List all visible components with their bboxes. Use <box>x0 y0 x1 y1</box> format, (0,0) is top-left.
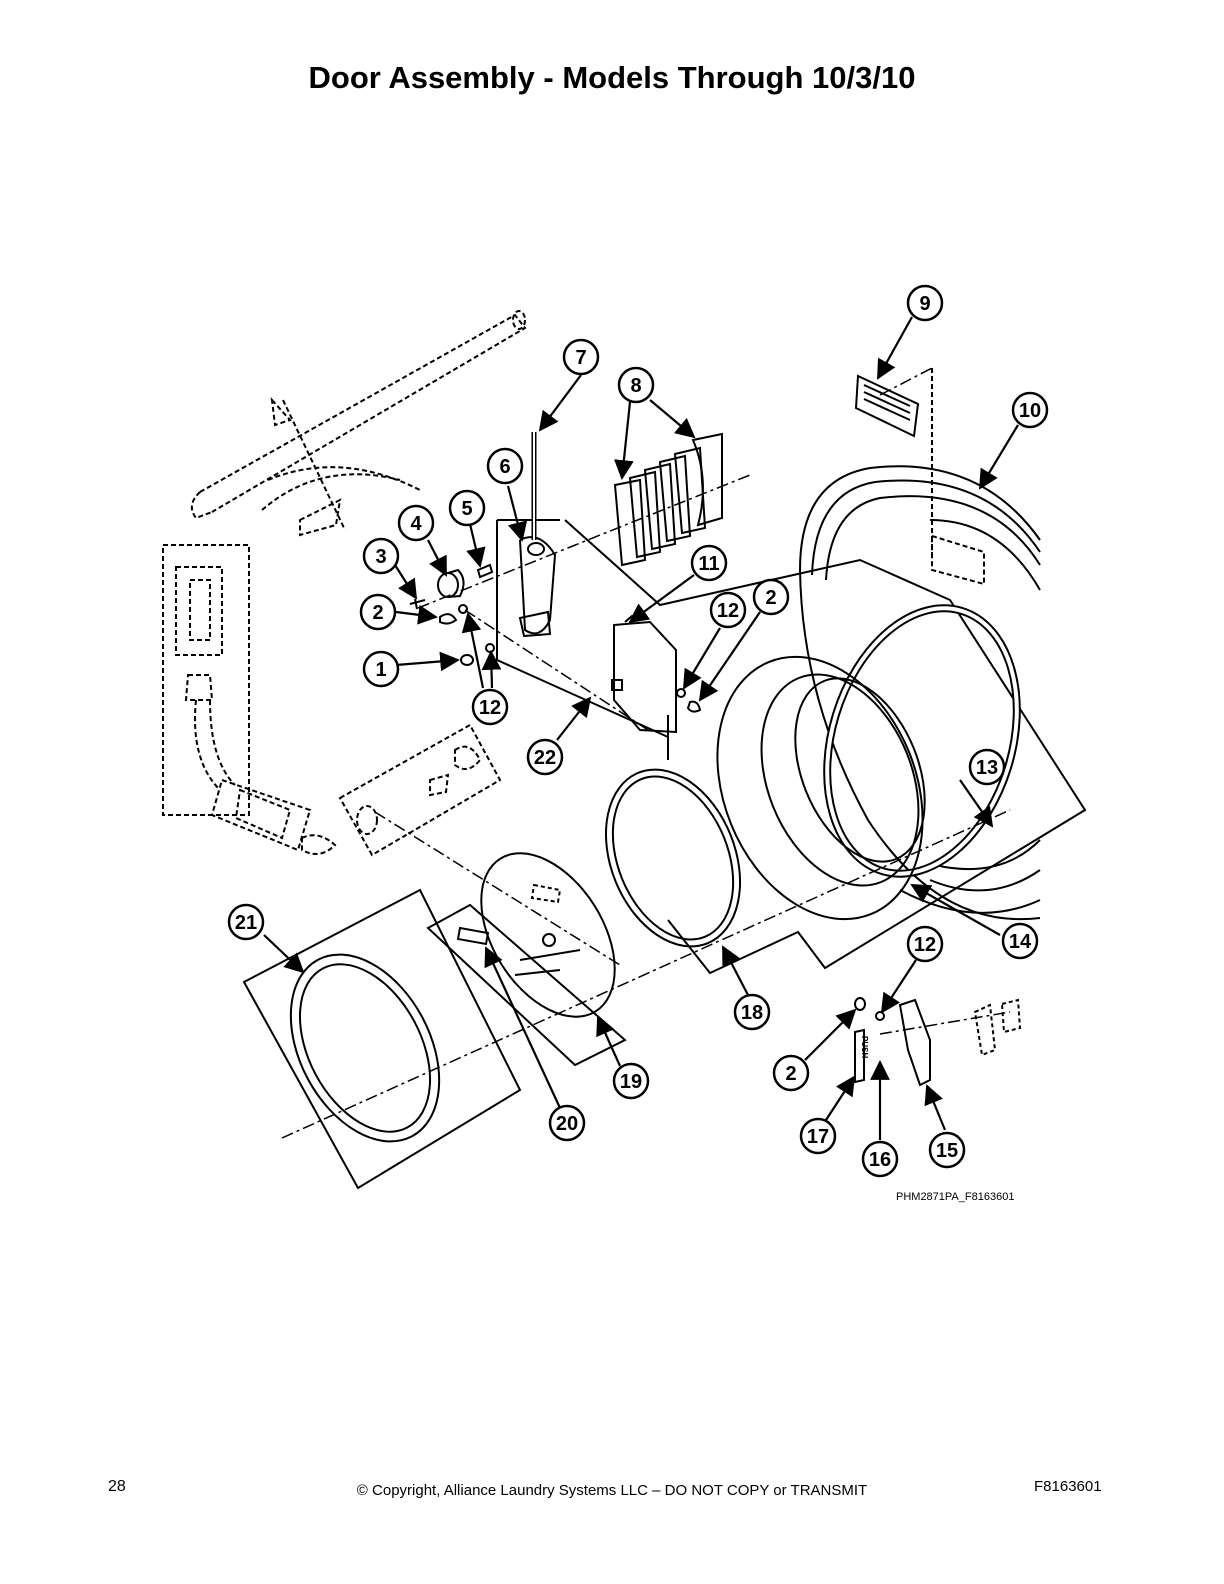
callout-group: 1234567891011121314151617181920212212212… <box>227 284 1049 1178</box>
callout-label: 12 <box>479 697 501 719</box>
callout-circle <box>1011 391 1049 429</box>
callout-label: 10 <box>1019 400 1041 422</box>
callout-label: 4 <box>410 513 422 535</box>
callout-label: 3 <box>375 546 386 568</box>
callout-label: 2 <box>372 602 383 624</box>
callout-label: 11 <box>698 553 719 575</box>
callout-circle <box>548 1104 586 1142</box>
page-number: 28 <box>108 1478 126 1495</box>
callout-circle <box>397 504 435 542</box>
front-panel <box>564 368 1087 975</box>
callout-circle <box>799 1117 837 1155</box>
callout-circle <box>359 593 397 631</box>
callout-circle <box>928 1131 966 1169</box>
callout-circle <box>362 537 400 575</box>
callout-label: 5 <box>461 498 472 520</box>
hinge-assembly-dashed <box>162 310 527 857</box>
callout-label: 20 <box>556 1113 578 1135</box>
callout-label: 17 <box>807 1126 829 1148</box>
callout-circle <box>362 650 400 688</box>
door-rings <box>242 604 1021 1190</box>
copyright-notice: © Copyright, Alliance Laundry Systems LL… <box>356 1482 868 1499</box>
callout-label: 2 <box>765 587 776 609</box>
callout-label: 13 <box>976 757 998 779</box>
callout-circle <box>968 748 1006 786</box>
callout-label: 18 <box>741 1002 763 1024</box>
callout-circle <box>526 738 564 776</box>
callout-label: 16 <box>869 1149 891 1171</box>
callout-label: 9 <box>919 293 930 315</box>
callout-label: 6 <box>499 456 510 478</box>
callout-circle <box>733 993 771 1031</box>
page-title: Door Assembly - Models Through 10/3/10 <box>308 60 916 95</box>
callout-circle <box>448 489 486 527</box>
callout-circle <box>562 338 600 376</box>
callout-label: 1 <box>375 659 386 681</box>
document-code: F8163601 <box>1034 1478 1102 1495</box>
callout-circle <box>227 903 265 941</box>
callout-circle <box>709 591 747 629</box>
callout-label: 19 <box>620 1071 642 1093</box>
callout-circle <box>1001 922 1039 960</box>
hinge-parts <box>409 374 920 739</box>
callout-circle <box>772 1054 810 1092</box>
callout-label: 7 <box>575 347 586 369</box>
callout-circle <box>861 1140 899 1178</box>
callout-circle <box>612 1062 650 1100</box>
leader-lines <box>263 316 1019 1140</box>
image-code: PHM2871PA_F8163601 <box>896 1191 1015 1203</box>
center-lines <box>281 367 1011 1139</box>
callout-label: 12 <box>717 600 739 622</box>
callout-circle <box>906 284 944 322</box>
callout-label: 15 <box>936 1140 958 1162</box>
callout-label: 22 <box>534 747 556 769</box>
callout-label: 14 <box>1009 931 1032 953</box>
callout-circle <box>486 447 524 485</box>
callout-circle <box>906 925 944 963</box>
callout-circle <box>471 688 509 726</box>
callout-label: 2 <box>785 1063 796 1085</box>
push-plate-text: PUSH <box>860 1036 869 1058</box>
callout-label: 12 <box>914 934 936 956</box>
callout-label: 21 <box>235 912 257 934</box>
callout-label: 8 <box>630 375 641 397</box>
handle-parts <box>854 997 1022 1087</box>
callout-circle <box>617 366 655 404</box>
callout-circle <box>690 544 728 582</box>
callout-circle <box>752 578 790 616</box>
